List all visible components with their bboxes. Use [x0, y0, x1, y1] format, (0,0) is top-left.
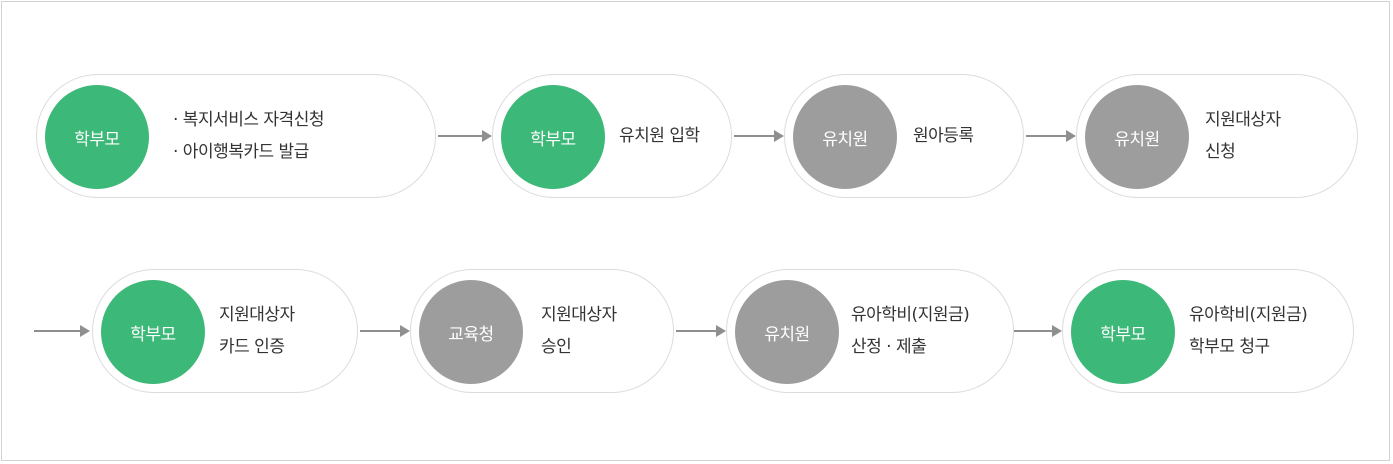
arrow-1-2 [438, 130, 492, 142]
step-1-text: · 복지서비스 자격신청 · 아이행복카드 발급 [173, 104, 324, 168]
step-7-text: 유아학비(지원금) 산정 · 제출 [851, 299, 970, 363]
step-4-actor: 유치원 [1085, 85, 1189, 189]
step-7-actor: 유치원 [735, 280, 839, 384]
step-2-line-1: 유치원 입학 [619, 126, 700, 146]
step-3-text: 원아등록 [913, 120, 974, 152]
step-5-line-2: 카드 인증 [219, 337, 285, 357]
arrow-6-7 [676, 325, 726, 337]
step-5: 학부모 지원대상자 카드 인증 [92, 269, 358, 393]
step-1-line-1: · 복지서비스 자격신청 [173, 110, 324, 130]
step-4-line-2: 신청 [1205, 142, 1236, 162]
step-1-line-2: · 아이행복카드 발급 [173, 142, 309, 162]
step-5-actor: 학부모 [101, 280, 205, 384]
step-4-line-1: 지원대상자 [1205, 110, 1281, 130]
step-4-text: 지원대상자 신청 [1205, 104, 1281, 168]
step-3-actor: 유치원 [793, 85, 897, 189]
step-8-text: 유아학비(지원금) 학부모 청구 [1189, 299, 1308, 363]
step-1-actor: 학부모 [45, 85, 149, 189]
arrow-4-5 [34, 325, 90, 337]
step-2: 학부모 유치원 입학 [492, 74, 732, 198]
step-6: 교육청 지원대상자 승인 [410, 269, 674, 393]
step-8: 학부모 유아학비(지원금) 학부모 청구 [1062, 269, 1354, 393]
step-8-line-1: 유아학비(지원금) [1189, 305, 1308, 325]
step-3: 유치원 원아등록 [784, 74, 1024, 198]
step-8-actor: 학부모 [1071, 280, 1175, 384]
step-8-line-2: 학부모 청구 [1189, 337, 1270, 357]
arrow-3-4 [1026, 130, 1076, 142]
step-5-line-1: 지원대상자 [219, 305, 295, 325]
arrow-2-3 [734, 130, 784, 142]
step-7-line-1: 유아학비(지원금) [851, 305, 970, 325]
step-6-line-1: 지원대상자 [541, 305, 617, 325]
step-2-text: 유치원 입학 [619, 120, 700, 152]
step-6-text: 지원대상자 승인 [541, 299, 617, 363]
arrow-7-8 [1014, 325, 1062, 337]
step-4: 유치원 지원대상자 신청 [1076, 74, 1358, 198]
step-7: 유치원 유아학비(지원금) 산정 · 제출 [726, 269, 1014, 393]
step-1: 학부모 · 복지서비스 자격신청 · 아이행복카드 발급 [36, 74, 436, 198]
step-2-actor: 학부모 [501, 85, 605, 189]
step-6-actor: 교육청 [419, 280, 523, 384]
step-3-line-1: 원아등록 [913, 126, 974, 146]
arrow-5-6 [360, 325, 410, 337]
step-5-text: 지원대상자 카드 인증 [219, 299, 295, 363]
step-7-line-2: 산정 · 제출 [851, 337, 927, 357]
step-6-line-2: 승인 [541, 337, 572, 357]
